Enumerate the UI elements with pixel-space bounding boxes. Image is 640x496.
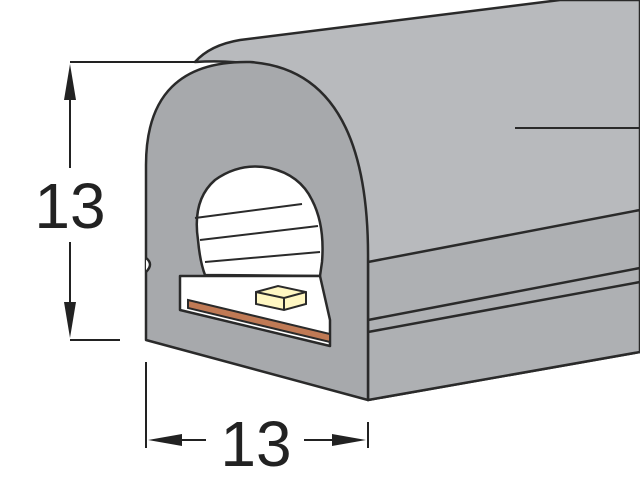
pcb-strip [187,298,331,344]
height-dimension-label: 13 [34,170,105,242]
led-chip-edge [255,291,307,310]
width-dimension-label: 13 [220,408,291,480]
height-arrow-down-icon [64,302,76,338]
height-arrow-up-icon [64,64,76,100]
cavity-inner-lines [194,203,321,263]
width-arrow-right-icon [332,434,366,446]
profile-side-groove [367,266,640,334]
profile-cavity [195,165,324,278]
width-arrow-left-icon [148,434,182,446]
profile-front-notch [145,257,152,273]
